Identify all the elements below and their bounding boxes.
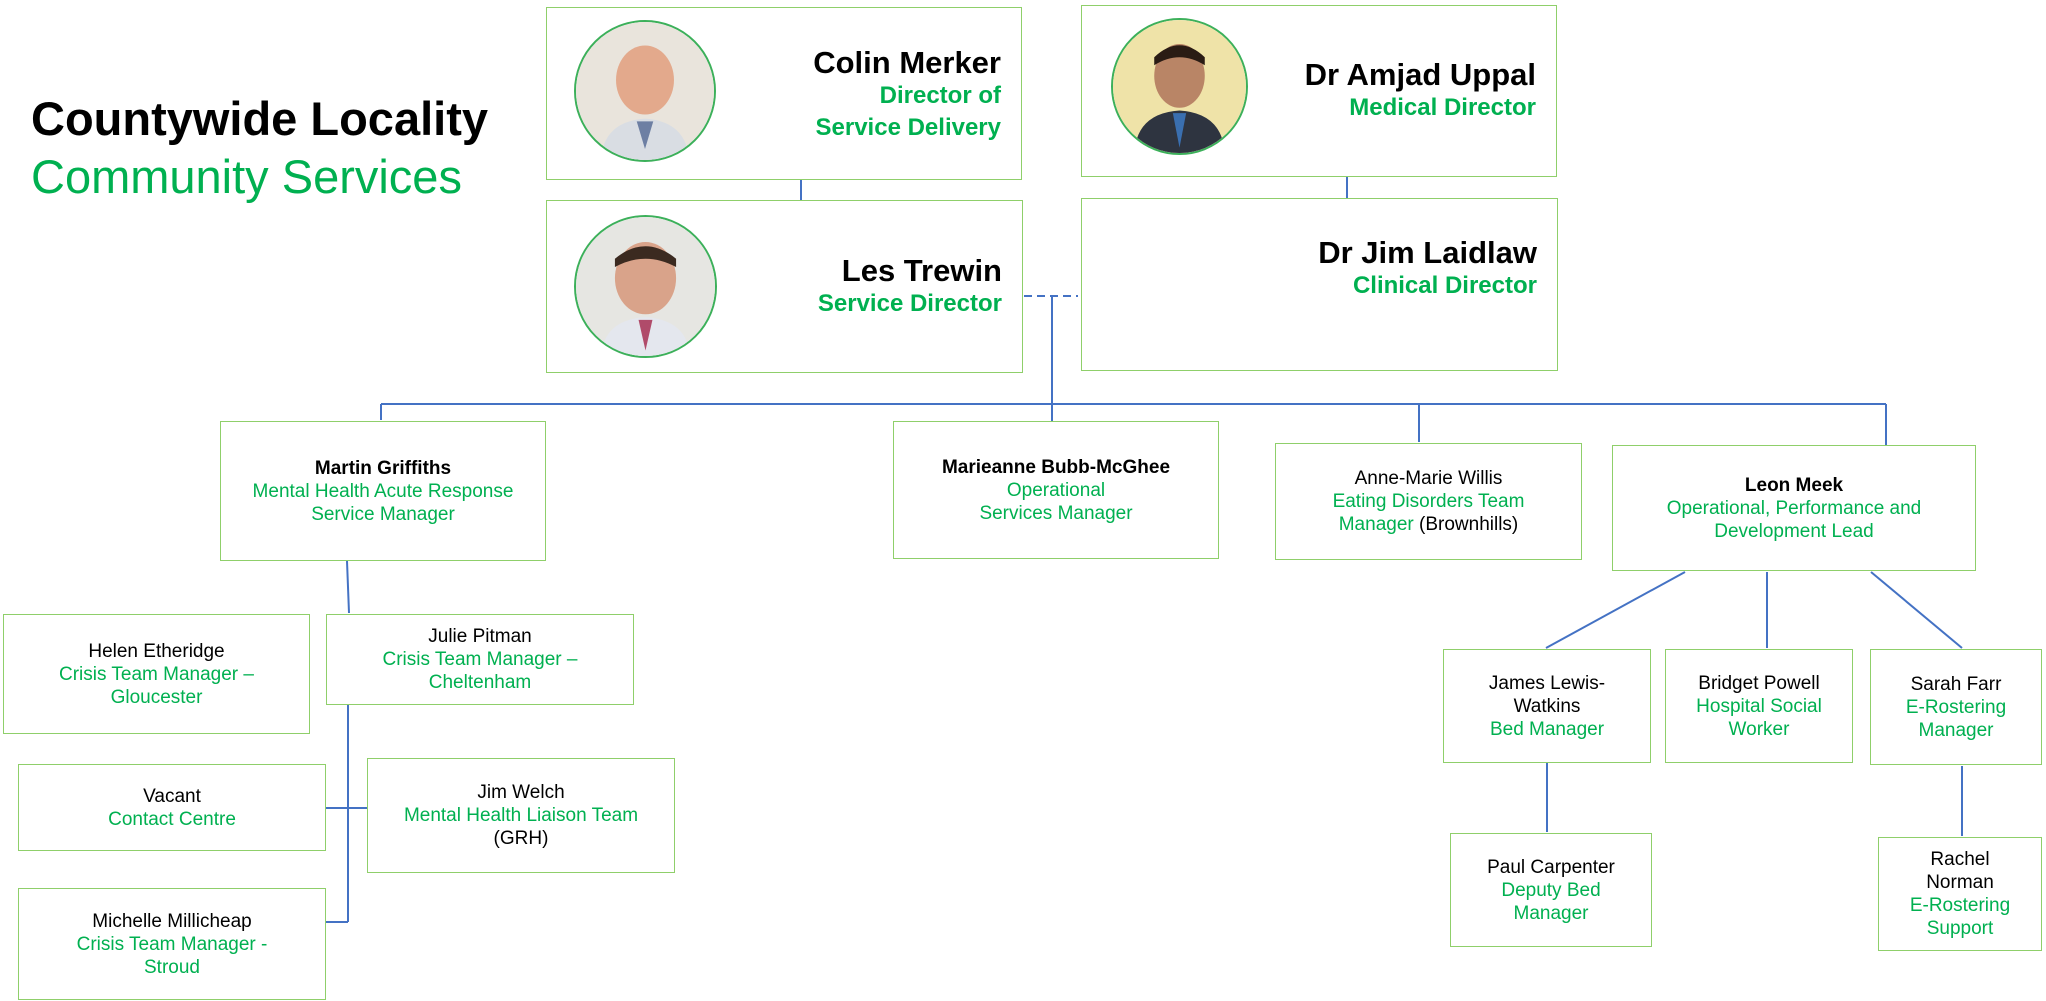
person-location: (Brownhills): [1419, 514, 1519, 535]
person-name: Leon Meek: [1744, 474, 1844, 496]
person-name: Marieanne Bubb-McGhee: [941, 456, 1171, 478]
person-role: Support: [1926, 918, 1994, 939]
person-role: Development Lead: [1714, 520, 1874, 542]
page-subtitle: Community Services: [31, 150, 462, 203]
card-rachel-norman: Rachel Norman E-Rostering Support: [1878, 837, 2042, 951]
card-marieanne-bubb-mcghee: Marieanne Bubb-McGhee Operational Servic…: [893, 421, 1219, 559]
connector-leon-james: [1545, 571, 1686, 649]
person-role: Manager: [1513, 902, 1589, 924]
person-role: Hospital Social: [1696, 695, 1822, 717]
person-role: Worker: [1728, 718, 1790, 740]
card-jim-welch: Jim Welch Mental Health Liaison Team (GR…: [367, 758, 675, 873]
card-michelle-millicheap: Michelle Millicheap Crisis Team Manager …: [18, 888, 326, 1000]
person-location: (GRH): [493, 828, 549, 849]
connector-martin-julie: [346, 560, 350, 614]
person-role: Service Manager: [311, 503, 455, 525]
card-helen-etheridge: Helen Etheridge Crisis Team Manager – Gl…: [3, 614, 310, 734]
person-role: Mental Health Liaison Team: [403, 805, 639, 826]
card-bridget-powell: Bridget Powell Hospital Social Worker: [1665, 649, 1853, 763]
leader-name: Dr Amjad Uppal: [1304, 57, 1536, 92]
person-name: Martin Griffiths: [314, 457, 452, 479]
page-title: Countywide Locality: [31, 92, 488, 145]
leader-role: Service Director: [817, 290, 1002, 317]
person-name: Julie Pitman: [428, 626, 532, 647]
person-name: Rachel: [1930, 849, 1990, 870]
person-role: Operational: [1006, 479, 1106, 501]
card-amjad-uppal: Dr Amjad Uppal Medical Director: [1081, 5, 1557, 177]
card-les-trewin: Les Trewin Service Director: [546, 200, 1023, 373]
card-martin-griffiths: Martin Griffiths Mental Health Acute Res…: [220, 421, 546, 561]
person-name: Michelle Millicheap: [92, 910, 252, 932]
portrait-photo: [574, 20, 716, 162]
person-role: Gloucester: [110, 686, 203, 708]
person-name: Helen Etheridge: [88, 640, 225, 662]
person-role: E-Rostering: [1909, 895, 2011, 916]
person-role: Manager: [1918, 719, 1994, 741]
person-role: Eating Disorders Team: [1332, 491, 1525, 512]
person-name: Vacant: [143, 785, 201, 807]
leader-role: Medical Director: [1349, 94, 1536, 121]
person-name: Sarah Farr: [1910, 673, 2002, 695]
card-leon-meek: Leon Meek Operational, Performance and D…: [1612, 445, 1976, 571]
leader-name: Colin Merker: [813, 45, 1001, 80]
card-colin-merker: Colin Merker Director of Service Deliver…: [546, 7, 1022, 180]
card-paul-carpenter: Paul Carpenter Deputy Bed Manager: [1450, 833, 1652, 947]
leader-role: Clinical Director: [1352, 272, 1537, 299]
person-role: Crisis Team Manager –: [382, 649, 578, 670]
card-anne-marie-willis: Anne-Marie Willis Eating Disorders Team …: [1275, 443, 1582, 560]
card-julie-pitman: Julie Pitman Crisis Team Manager – Chelt…: [326, 614, 634, 705]
person-name: Anne-Marie Willis: [1354, 468, 1503, 489]
person-role: Mental Health Acute Response: [252, 480, 514, 502]
person-role: Services Manager: [979, 502, 1133, 524]
person-role: E-Rostering: [1905, 696, 2007, 718]
connector-leon-sarah: [1870, 571, 1963, 649]
person-name: Paul Carpenter: [1487, 856, 1615, 878]
person-name: Norman: [1926, 872, 1994, 893]
leader-role: Director of: [879, 82, 1001, 109]
portrait-photo: [1111, 18, 1248, 155]
person-role: Operational, Performance and: [1666, 497, 1922, 519]
card-vacant: Vacant Contact Centre: [18, 764, 326, 851]
person-name: James Lewis-: [1488, 672, 1606, 694]
leader-name: Les Trewin: [841, 253, 1002, 288]
leader-role: Service Delivery: [815, 114, 1001, 141]
person-role: Crisis Team Manager –: [58, 663, 254, 685]
portrait-photo: [574, 215, 717, 358]
leader-name: Dr Jim Laidlaw: [1318, 235, 1537, 270]
person-name: Watkins: [1513, 695, 1581, 717]
person-role: Deputy Bed: [1501, 879, 1601, 901]
person-name: Bridget Powell: [1698, 672, 1820, 694]
person-role: Crisis Team Manager -: [76, 933, 268, 955]
person-role: Cheltenham: [428, 672, 532, 693]
person-role: Bed Manager: [1489, 718, 1605, 740]
person-name: Jim Welch: [477, 782, 565, 803]
card-sarah-farr: Sarah Farr E-Rostering Manager: [1870, 649, 2042, 765]
person-role: Stroud: [144, 956, 200, 978]
card-james-lewis-watkins: James Lewis- Watkins Bed Manager: [1443, 649, 1651, 763]
card-jim-laidlaw: Dr Jim Laidlaw Clinical Director: [1081, 198, 1558, 371]
person-role: Contact Centre: [108, 808, 236, 830]
person-role: Manager: [1338, 514, 1414, 535]
